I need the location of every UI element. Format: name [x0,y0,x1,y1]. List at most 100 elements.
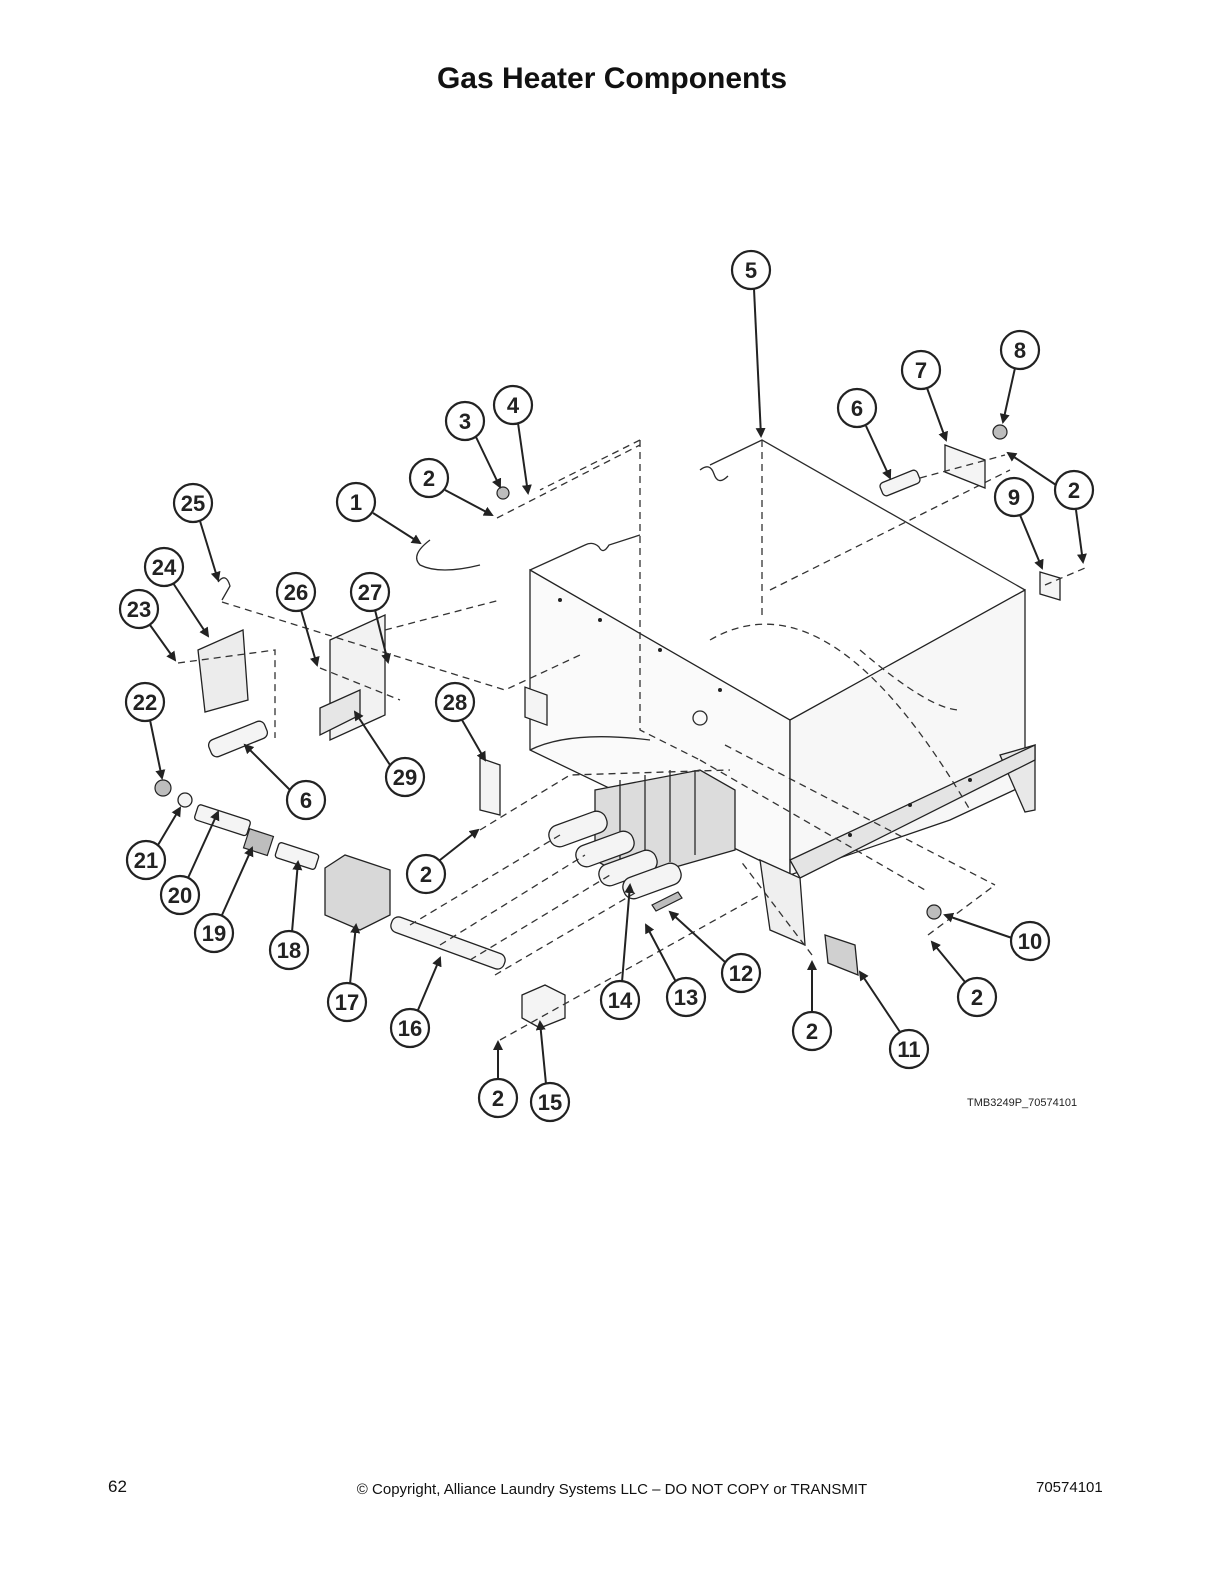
burner-assembly [548,769,736,900]
callout-6-upper: 6 [836,387,892,480]
callout-label: 5 [745,258,757,283]
callout-label: 28 [443,690,467,715]
callout-10: 10 [943,912,1051,962]
callout-label: 10 [1018,929,1042,954]
callout-label: 18 [277,938,301,963]
figure-reference: TMB3249P_70574101 [967,1097,1077,1109]
callout-label: 17 [335,990,359,1015]
pipe-part-6-lower [207,720,269,758]
clip-part-25 [217,577,231,601]
callout-label: 21 [134,848,158,873]
elbow-part-22 [154,779,172,797]
bracket-part-15 [521,984,566,1029]
callout-label: 1 [350,490,362,515]
callout-label: 15 [538,1090,562,1115]
bracket-part-9 [1039,571,1061,601]
callout-label: 24 [152,555,177,580]
callout-label: 22 [133,690,157,715]
callout-9: 9 [993,476,1044,570]
callout-label: 13 [674,985,698,1010]
callout-label: 11 [897,1037,920,1062]
callout-label: 8 [1014,338,1026,363]
callout-2-far-right: 2 [930,940,998,1018]
document-number: 70574101 [1036,1479,1103,1496]
callout-label: 6 [300,788,312,813]
callout-28: 28 [434,681,486,762]
callout-label: 2 [420,862,432,887]
assembly-lines [177,444,1086,1041]
callout-23: 23 [118,588,177,662]
callout-label: 7 [915,358,927,383]
callout-label: 29 [393,765,417,790]
callout-22: 22 [124,681,166,780]
callout-2-lower-right: 2 [791,960,833,1052]
callout-label: 14 [608,988,633,1013]
union-part-19 [242,828,275,857]
callout-label: 25 [181,491,205,516]
callout-label: 19 [202,921,226,946]
callout-label: 2 [492,1086,504,1111]
callout-7: 7 [900,349,948,442]
fitting-part-21 [177,792,193,808]
grommet-part-8 [992,424,1008,440]
ignition-module-part-24 [197,629,249,713]
callout-label: 27 [358,580,382,605]
shield-part-11 [824,934,859,977]
callout-2-mid: 2 [405,828,480,895]
callout-label: 2 [1068,478,1080,503]
callout-label: 4 [507,393,520,418]
callout-label: 12 [729,961,753,986]
callout-29: 29 [353,710,426,798]
callout-2-bottom: 2 [477,1040,519,1119]
callout-20: 20 [159,810,220,916]
callout-11: 11 [858,970,930,1070]
callout-label: 2 [423,466,435,491]
grommet-part-3 [496,486,510,500]
igniter-part-12 [651,891,683,912]
callout-19: 19 [193,846,254,954]
callout-27: 27 [349,571,391,664]
callout-21: 21 [125,806,182,881]
callout-16: 16 [389,956,442,1049]
page-title: Gas Heater Components [436,62,788,95]
manifold-part-16 [390,916,506,970]
callout-label: 16 [398,1016,422,1041]
callout-18: 18 [268,860,310,971]
callout-24: 24 [143,546,210,638]
callout-label: 9 [1008,485,1020,510]
callout-12: 12 [668,910,762,994]
callout-label: 2 [806,1019,818,1044]
callout-14: 14 [599,883,641,1021]
sensor-wire [416,539,481,571]
callout-8: 8 [999,329,1041,424]
callout-label: 23 [127,597,151,622]
callout-2-upper: 2 [408,457,494,516]
callout-1: 1 [335,481,422,545]
callout-label: 20 [168,883,192,908]
callout-label: 26 [284,580,308,605]
callout-3: 3 [444,400,502,489]
gas-valve-part-17 [324,854,391,931]
plate-part-7 [944,444,986,489]
page-number: 62 [108,1477,127,1496]
burner-tube [548,810,682,900]
callout-15: 15 [529,1020,571,1123]
callout-label: 6 [851,396,863,421]
callout-2-right-upper: 2 [1006,451,1095,564]
callout-25: 25 [172,482,221,582]
nipple-part-20 [193,804,251,837]
callout-6-lower: 6 [243,743,327,821]
callout-26: 26 [275,571,320,667]
plate-part-28 [479,757,501,816]
callout-4: 4 [492,384,534,495]
bracket-part-4 [524,686,548,726]
callout-label: 3 [459,409,471,434]
sensor-part-10 [926,904,942,920]
pipe-part-6-upper [879,469,921,497]
copyright-notice: © Copyright, Alliance Laundry Systems LL… [356,1481,868,1498]
callout-13: 13 [645,923,707,1018]
callout-label: 2 [971,985,983,1010]
callout-5: 5 [730,249,772,438]
callout-17: 17 [326,923,368,1023]
